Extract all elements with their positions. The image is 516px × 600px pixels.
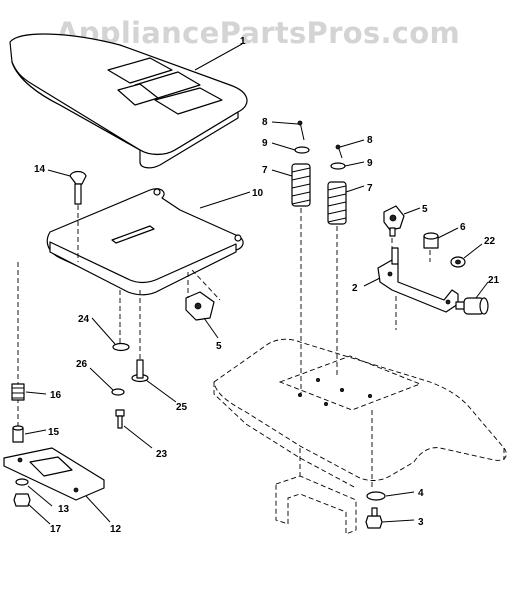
seat-pan-part[interactable] [46,188,244,296]
callout-25: 25 [176,402,188,413]
washer-9-left-part[interactable] [294,146,310,154]
bushing-6-part[interactable] [423,232,439,249]
seat-part[interactable] [9,33,248,169]
callout-23: 23 [156,449,168,460]
lower-bracket-outline [275,475,357,535]
bushing-15-part[interactable] [12,425,24,443]
callout-26: 26 [76,359,88,370]
callout-7-left: 7 [262,165,268,176]
bolt-21-part[interactable] [455,297,489,315]
bolt-25-part[interactable] [131,359,149,383]
callout-5-left: 5 [216,341,222,352]
pin-8-left-part[interactable] [297,120,305,141]
callout-24: 24 [78,314,90,325]
callout-14: 14 [34,164,46,175]
nut-22-part[interactable] [450,256,466,268]
watermark: AppliancePartsPros.com [55,16,461,50]
callout-12: 12 [110,524,122,535]
washer-26-part[interactable] [111,388,125,396]
washer-9-right-part[interactable] [330,162,346,170]
callout-8-right: 8 [367,135,373,146]
plate-12-part[interactable] [3,447,105,501]
bracket-2-part[interactable] [377,247,459,313]
washer-13-part[interactable] [15,478,29,486]
spring-7-left-part[interactable] [291,163,311,207]
frame-outline [213,338,507,489]
callout-1: 1 [240,36,246,47]
callout-21: 21 [488,275,500,286]
callout-7-right: 7 [367,183,373,194]
callout-9-left: 9 [262,138,268,149]
callout-5-right: 5 [422,204,428,215]
bolt-3-part[interactable] [365,507,383,529]
callout-16: 16 [50,390,62,401]
washer-4-part[interactable] [366,491,386,501]
spring-16-part[interactable] [11,383,25,401]
clip-part-left[interactable] [185,291,215,321]
callout-13: 13 [58,504,70,515]
callout-15: 15 [48,427,60,438]
callout-8-left: 8 [262,117,268,128]
callout-10: 10 [252,188,264,199]
spring-7-right-part[interactable] [327,181,347,225]
callout-22: 22 [484,236,496,247]
callout-2: 2 [352,283,358,294]
bolt-23-part[interactable] [115,409,125,429]
washer-24-part[interactable] [112,342,130,352]
callout-4: 4 [418,488,424,499]
clip-part-right[interactable] [383,205,405,237]
callout-17: 17 [50,524,62,535]
callout-9-right: 9 [367,158,373,169]
pin-8-right-part[interactable] [335,144,343,159]
nut-17-part[interactable] [13,493,31,507]
knob-part[interactable] [69,170,87,205]
callout-6: 6 [460,222,466,233]
callout-3: 3 [418,517,424,528]
